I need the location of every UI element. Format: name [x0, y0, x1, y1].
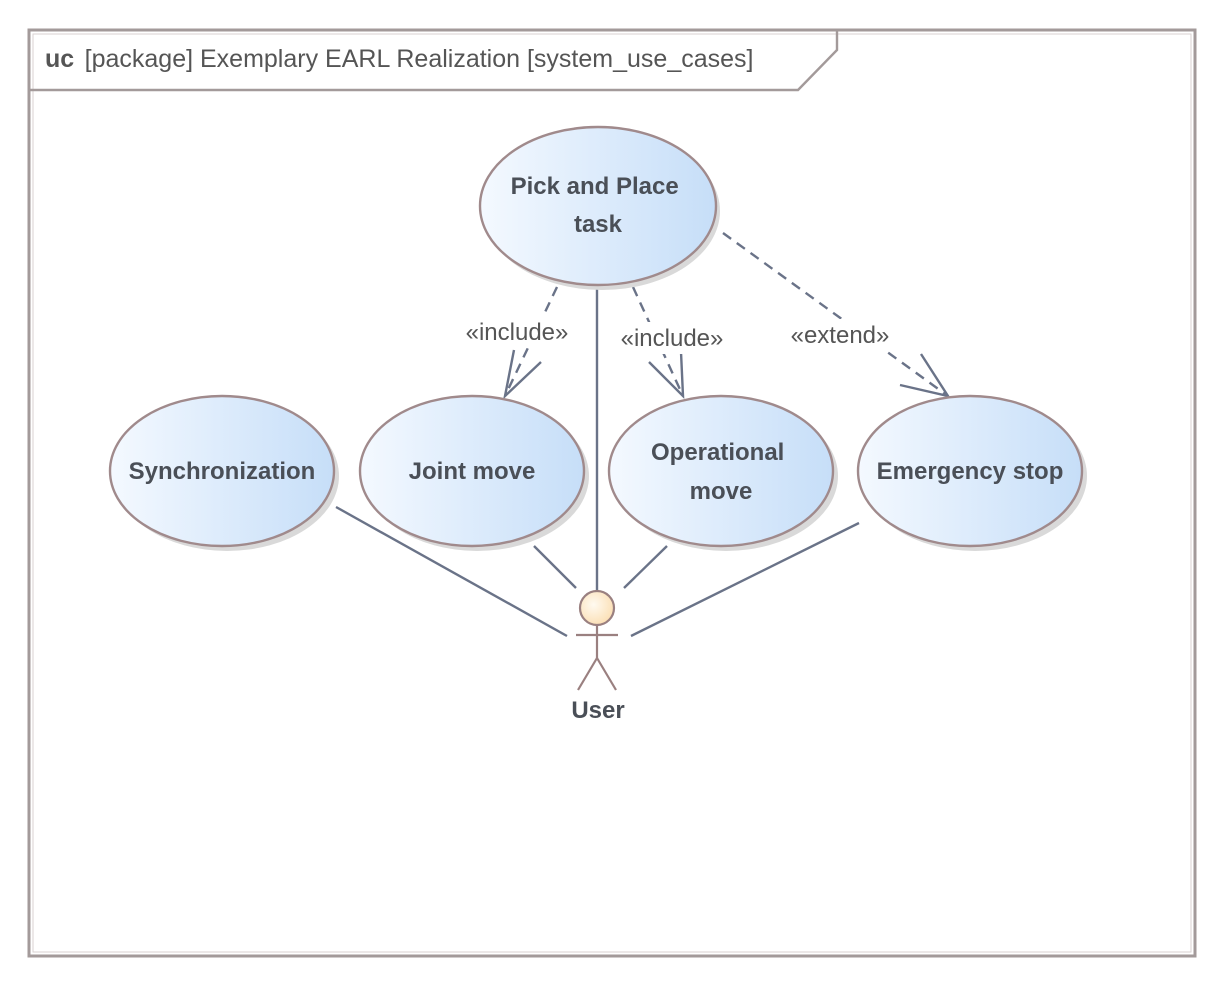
assoc-synchronization[interactable] — [335, 505, 568, 638]
extend-emergency-stop-arrowhead — [899, 353, 951, 398]
use-case-label: Joint move — [409, 458, 536, 485]
assoc-operational-move[interactable] — [623, 545, 668, 589]
use-case-label: Operational move — [651, 439, 791, 505]
use-case-synchronization[interactable]: Synchronization — [108, 394, 339, 551]
include-label-joint: «include» — [466, 319, 569, 346]
use-case-label: Pick and Place task — [511, 173, 686, 238]
assoc-joint-move[interactable] — [533, 545, 577, 589]
use-case-joint-move[interactable]: Joint move — [358, 394, 589, 551]
use-case-label: Emergency stop — [877, 458, 1064, 485]
use-case-emergency-stop[interactable]: Emergency stop — [856, 394, 1087, 551]
frame-kind: uc — [45, 45, 74, 73]
include-operational-move-arrowhead — [648, 351, 685, 400]
actor-user[interactable]: User — [571, 589, 625, 724]
include-label-operational: «include» — [621, 325, 724, 352]
use-case-operational-move[interactable]: Operational move — [607, 394, 838, 551]
frame-heading: [package] Exemplary EARL Realization [sy… — [85, 45, 754, 73]
actor-label: User — [571, 697, 624, 724]
frame-title: uc [package] Exemplary EARL Realization … — [45, 45, 753, 73]
actor-head-icon — [578, 589, 616, 627]
extend-label-emergency: «extend» — [791, 322, 890, 349]
use-case-pick-and-place[interactable]: Pick and Place task — [478, 125, 720, 290]
associations — [335, 285, 860, 638]
use-case-label: Synchronization — [129, 458, 316, 485]
actor-right-leg-icon — [596, 657, 617, 691]
stereotype-labels: «include» «include» «extend» — [454, 316, 900, 354]
actor-left-leg-icon — [577, 657, 598, 691]
extend-emergency-stop-line[interactable] — [722, 232, 949, 397]
include-joint-move-arrowhead — [503, 349, 542, 400]
assoc-emergency-stop[interactable] — [630, 521, 860, 638]
